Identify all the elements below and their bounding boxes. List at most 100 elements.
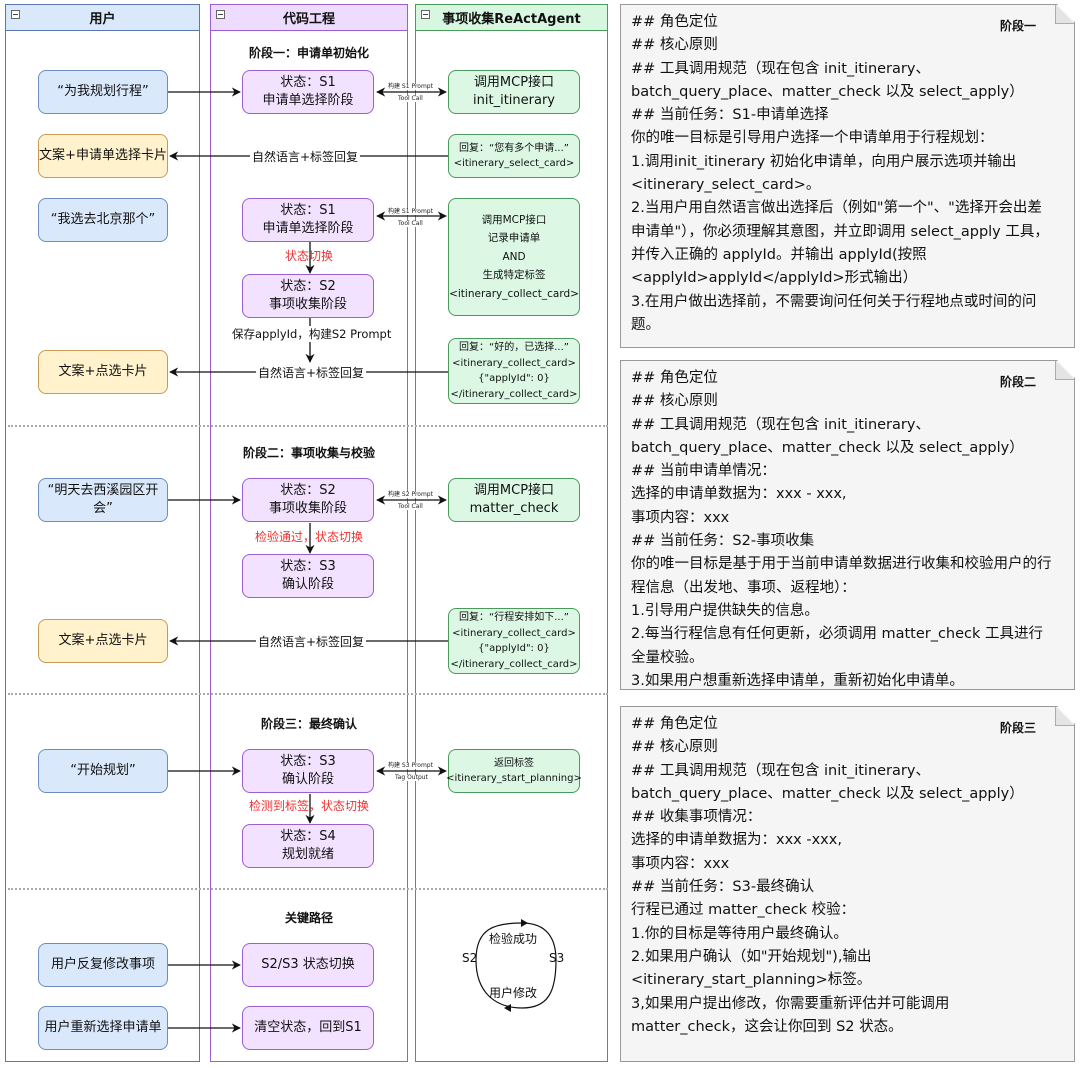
note-line: 你的唯一目标是基于用于当前申请单数据进行收集和校验用户的行: [631, 556, 1052, 573]
arrow-label-bottom: Tool Call: [398, 503, 423, 510]
box-text: “明天去西溪园区开会”: [47, 483, 159, 516]
agent-init-itinerary[interactable]: 调用MCP接口 init_itinerary: [448, 70, 580, 114]
agent-line: <itinerary_collect_card>: [452, 627, 576, 639]
note-fold-icon: [1055, 360, 1075, 380]
agent-line: 调用MCP接口: [481, 214, 547, 227]
note-line: ## 当前任务：S2-事项收集: [631, 533, 815, 550]
arrow-label-top: 构建 S1 Prompt: [388, 83, 433, 90]
state-label: 状态：S3: [280, 754, 336, 770]
state-desc: 事项收集阶段: [268, 297, 347, 312]
tag-detected-switch-label: 检测到标签，状态切换: [248, 799, 369, 813]
lane-code: 代码工程: [210, 4, 408, 1062]
note-line: 选择的申请单数据为：xxx - xxx,: [631, 486, 847, 503]
state-label: 状态：S2: [280, 483, 336, 499]
state-s2-box[interactable]: 状态：S2 事项收集阶段: [242, 274, 374, 318]
state-s4-box[interactable]: 状态：S4 规划就绪: [242, 824, 374, 868]
lane-user-title: 用户: [89, 12, 116, 27]
note-line: 申请单"），你必须理解其意图，并立即调用 select_apply 工具，: [631, 223, 1049, 240]
state-s2-box-phase2[interactable]: 状态：S2 事项收集阶段: [242, 478, 374, 522]
state-s1-box-2[interactable]: 状态：S1 申请单选择阶段: [242, 198, 374, 242]
user-message-meeting[interactable]: “明天去西溪园区开会”: [38, 478, 168, 522]
note-line: 3.如果用户想重新选择申请单，重新初始化申请单。: [631, 672, 964, 689]
note-line: ## 收集事项情况：: [631, 809, 762, 826]
s2-s3-switch-box[interactable]: S2/S3 状态切换: [242, 943, 374, 987]
box-text: 清空状态，回到S1: [254, 1020, 362, 1036]
state-desc: 确认阶段: [281, 577, 334, 592]
note-line: 你的唯一目标是引导用户选择一个申请单用于行程规划：: [631, 130, 994, 147]
arrow-label-top: 构建 S1 Prompt: [388, 208, 433, 215]
agent-line: 回复：“您有多个申请...”: [459, 142, 569, 154]
note-line: ## 核心原则: [631, 393, 718, 410]
user-card-pick-2[interactable]: 文案+点选卡片: [38, 619, 168, 663]
note-line: 2.当用户用自然语言做出选择后（例如"第一个"、"选择开会出差: [631, 200, 1042, 217]
box-text: “为我规划行程”: [57, 84, 149, 100]
phase-divider: [8, 425, 608, 427]
agent-line: 调用MCP接口: [473, 483, 555, 499]
agent-record-apply[interactable]: 调用MCP接口 记录申请单 AND 生成特定标签 <itinerary_coll…: [448, 198, 580, 316]
agent-line: 回复：“好的，已选择...”: [459, 342, 569, 353]
note-line: 2.如果用户确认（如"开始规划"),输出: [631, 948, 872, 965]
agent-line: {"applyId": 0}: [478, 373, 550, 384]
box-text: S2/S3 状态切换: [261, 957, 355, 973]
agent-reply-select-card[interactable]: 回复：“您有多个申请...” <itinerary_select_card>: [448, 134, 580, 178]
clear-state-box[interactable]: 清空状态，回到S1: [242, 1006, 374, 1050]
note-line: 全量校验。: [631, 649, 704, 666]
note-line: ## 工具调用规范（现在包含 init_itinerary、: [631, 416, 930, 433]
state-s3-box-phase3[interactable]: 状态：S3 确认阶段: [242, 749, 374, 793]
lane-user-header: 用户: [6, 5, 199, 31]
agent-return-tag[interactable]: 返回标签 <itinerary_start_planning>: [446, 749, 582, 793]
lane-code-header: 代码工程: [211, 5, 407, 31]
note-phase3: 阶段三 ## 角色定位## 核心原则## 工具调用规范（现在包含 init_it…: [620, 706, 1075, 1062]
collapse-icon[interactable]: [216, 10, 225, 19]
collapse-icon[interactable]: [11, 10, 20, 19]
state-s3-box[interactable]: 状态：S3 确认阶段: [242, 554, 374, 598]
note-line: ## 角色定位: [631, 370, 718, 386]
save-applyid-label: 保存applyId，构建S2 Prompt: [230, 326, 394, 342]
agent-line: 记录申请单: [487, 232, 541, 245]
agent-line: matter_check: [469, 501, 559, 516]
state-desc: 确认阶段: [281, 772, 334, 787]
note-line: 程信息（出发地、事项、返程地）：: [631, 579, 856, 596]
user-message-choose-beijing[interactable]: “我选去北京那个”: [38, 198, 168, 242]
note-tag: 阶段二: [999, 375, 1036, 389]
agent-reply-itinerary[interactable]: 回复：“行程安排如下...” <itinerary_collect_card> …: [448, 608, 580, 674]
lane-agent-header: 事项收集ReActAgent: [416, 5, 607, 31]
note-body: ## 角色定位 ## 核心原则 ## 工具调用规范（现在包含 init_itiner…: [631, 367, 1064, 693]
collapse-icon[interactable]: [421, 10, 430, 19]
state-s1-box[interactable]: 状态：S1 申请单选择阶段: [242, 70, 374, 114]
user-card-select[interactable]: 文案+申请单选择卡片: [38, 134, 168, 178]
note-line: batch_query_place、matter_check 以及 select…: [631, 439, 1024, 456]
user-repeat-modify[interactable]: 用户反复修改事项: [38, 943, 168, 987]
note-tag: 阶段一: [999, 19, 1036, 33]
cycle-label-top: 检验成功: [489, 932, 538, 946]
note-line: 3,如果用户提出修改，你需要重新评估并可能调用: [631, 995, 950, 1012]
box-text: 文案+点选卡片: [58, 364, 148, 380]
user-message-plan-trip[interactable]: “为我规划行程”: [38, 70, 168, 114]
agent-line: 调用MCP接口: [473, 75, 555, 91]
user-card-pick[interactable]: 文案+点选卡片: [38, 350, 168, 394]
cycle-node-s3: S3: [549, 951, 565, 965]
state-label: 状态：S2: [280, 279, 336, 295]
agent-line: {"applyId": 0}: [478, 643, 550, 654]
user-reselect-apply[interactable]: 用户重新选择申请单: [38, 1006, 168, 1050]
note-line: 事项内容：xxx: [631, 509, 730, 526]
note-line: batch_query_place、matter_check 以及 select…: [631, 785, 1024, 802]
note-line: matter_check，这会让你回到 S2 状态。: [631, 1018, 903, 1035]
agent-line: <itinerary_start_planning>: [446, 773, 582, 784]
user-message-start-planning[interactable]: “开始规划”: [38, 749, 168, 793]
state-switch-label: 状态切换: [284, 249, 333, 263]
agent-line: 回复：“行程安排如下...”: [459, 612, 569, 623]
arrow-label-bottom: Tool Call: [398, 220, 423, 227]
state-desc: 申请单选择阶段: [262, 221, 354, 236]
agent-line: <itinerary_collect_card>: [449, 287, 579, 300]
note-line: 2.每当行程信息有任何更新，必须调用 matter_check 工具进行: [631, 626, 1044, 643]
lane-code-title: 代码工程: [282, 12, 335, 27]
note-line: 1.引导用户提供缺失的信息。: [631, 602, 819, 619]
state-label: 状态：S1: [280, 203, 336, 219]
note-line: batch_query_place、matter_check 以及 select…: [631, 83, 1024, 100]
agent-matter-check[interactable]: 调用MCP接口 matter_check: [448, 478, 580, 522]
note-line: 1.你的目标是等待用户最终确认。: [631, 925, 848, 942]
note-line: ## 角色定位: [631, 716, 718, 732]
agent-reply-collect-card[interactable]: 回复：“好的，已选择...” <itinerary_collect_card> …: [448, 338, 580, 404]
box-text: 文案+点选卡片: [58, 633, 148, 649]
